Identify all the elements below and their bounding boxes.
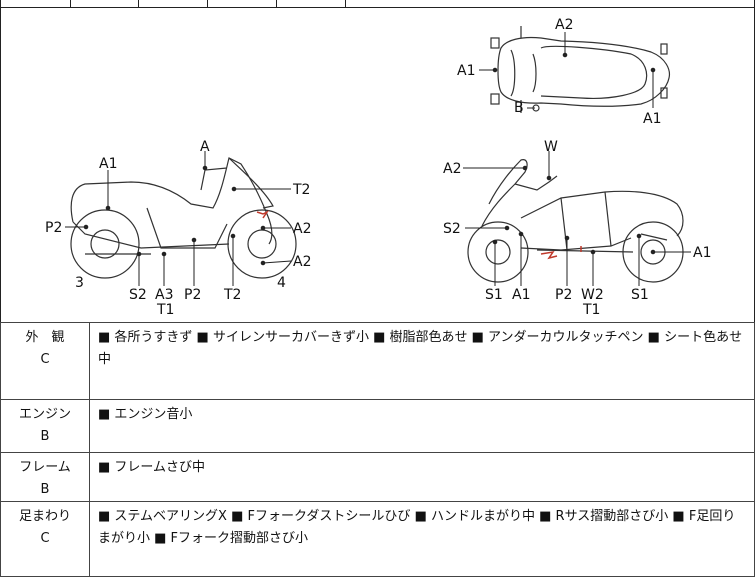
row-header: エンジン B xyxy=(0,399,90,453)
row-title: 外 観 xyxy=(25,330,65,345)
damage-diagram-panel: A1 A2 A1 B xyxy=(0,8,755,322)
label-4: 4 xyxy=(277,275,286,291)
row-details: ■ エンジン音小 xyxy=(89,399,755,453)
top-table-edge xyxy=(0,0,755,8)
row-grade: C xyxy=(40,531,50,546)
label-a2-left-front: A2 xyxy=(293,221,311,237)
label-t1-right: T1 xyxy=(582,302,600,318)
table-row: 足まわり C ■ ステムベアリングX ■ Fフォークダストシールひび ■ ハンド… xyxy=(0,501,755,577)
label-p2-left-bottom: P2 xyxy=(184,287,201,303)
label-a1-top-left: A1 xyxy=(457,63,475,79)
table-row: 外 観 C ■ 各所うすきず ■ サイレンサーカバーきず小 ■ 樹脂部色あせ ■… xyxy=(0,322,755,400)
condition-text: ■ フレームさび中 xyxy=(98,460,206,475)
label-a-left: A xyxy=(200,139,210,155)
label-p2-left-rear: P2 xyxy=(45,220,62,236)
left-side-scooter-outline xyxy=(70,157,297,279)
label-a1-right-bottom: A1 xyxy=(512,287,530,303)
label-s1-right-rear: S1 xyxy=(631,287,649,303)
condition-text: ■ ステムベアリングX ■ Fフォークダストシールひび ■ ハンドルまがり中 ■… xyxy=(98,509,736,546)
top-view-labels: A1 A2 A1 B xyxy=(457,17,661,127)
label-p2-right: P2 xyxy=(555,287,572,303)
right-side-scooter-outline xyxy=(467,159,684,283)
table-row: エンジン B ■ エンジン音小 xyxy=(0,399,755,453)
label-a1-left: A1 xyxy=(99,156,117,172)
top-view-leaders xyxy=(479,32,656,109)
label-3: 3 xyxy=(75,275,84,291)
row-details: ■ 各所うすきず ■ サイレンサーカバーきず小 ■ 樹脂部色あせ ■ アンダーカ… xyxy=(89,322,755,400)
label-t1-left: T1 xyxy=(156,302,174,318)
label-w2-right: W2 xyxy=(581,287,604,303)
row-title: フレーム xyxy=(19,460,71,475)
right-side-leaders xyxy=(463,151,691,286)
label-a1-top-right: A1 xyxy=(643,111,661,127)
label-s1-right-front: S1 xyxy=(485,287,503,303)
row-details: ■ ステムベアリングX ■ Fフォークダストシールひび ■ ハンドルまがり中 ■… xyxy=(89,501,755,577)
condition-text: ■ エンジン音小 xyxy=(98,407,193,422)
label-t2-left-bottom: T2 xyxy=(223,287,241,303)
label-b: B xyxy=(514,100,524,116)
table-row: フレーム B ■ フレームさび中 xyxy=(0,452,755,502)
label-a3-left: A3 xyxy=(155,287,173,303)
left-side-damage-mark xyxy=(256,210,270,219)
label-a2-right: A2 xyxy=(443,161,461,177)
scooter-diagram: A1 A2 A1 B xyxy=(45,17,711,318)
row-title: 足まわり xyxy=(18,509,71,524)
label-a1-right-wheel: A1 xyxy=(693,245,711,261)
right-side-labels: W A2 S2 A1 S1 A1 P2 W2 T1 S1 xyxy=(443,139,711,318)
top-view-scooter-outline xyxy=(490,26,671,113)
row-grade: B xyxy=(40,429,50,444)
label-a2-top: A2 xyxy=(555,17,573,33)
label-t2-left-front: T2 xyxy=(292,182,310,198)
condition-text: ■ 各所うすきず ■ サイレンサーカバーきず小 ■ 樹脂部色あせ ■ アンダーカ… xyxy=(98,330,743,367)
row-header: フレーム B xyxy=(0,452,90,502)
label-s2-right: S2 xyxy=(443,221,461,237)
row-header: 足まわり C xyxy=(0,501,90,577)
label-s2-left: S2 xyxy=(129,287,147,303)
row-header: 外 観 C xyxy=(0,322,90,400)
row-grade: B xyxy=(40,482,50,497)
condition-table: 外 観 C ■ 各所うすきず ■ サイレンサーカバーきず小 ■ 樹脂部色あせ ■… xyxy=(0,322,755,577)
label-w-right: W xyxy=(544,139,558,155)
row-title: エンジン xyxy=(18,407,71,422)
label-a2-left-lower: A2 xyxy=(293,254,311,270)
row-grade: C xyxy=(40,352,50,367)
left-side-labels: A A1 T2 P2 A2 A2 3 S2 A3 T1 P2 T2 4 xyxy=(45,139,311,318)
row-details: ■ フレームさび中 xyxy=(89,452,755,502)
left-side-leaders xyxy=(65,151,292,286)
right-side-damage-mark xyxy=(540,250,558,260)
